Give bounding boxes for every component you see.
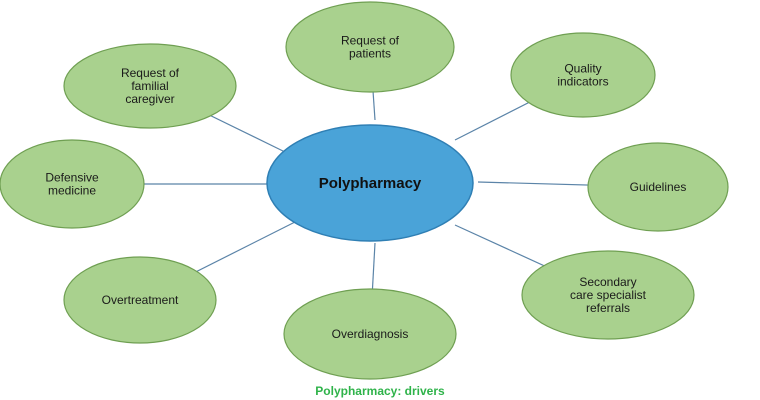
center-node: Polypharmacy	[266, 124, 474, 242]
node-label-overdiagnosis: Overdiagnosis	[332, 327, 409, 341]
node-ellipse-guidelines	[587, 142, 729, 232]
node-label-quality-indicators: Quality	[564, 62, 601, 76]
node-label-guidelines: Guidelines	[630, 180, 687, 194]
node-ellipse-overdiagnosis	[283, 288, 457, 380]
node-label-defensive-medicine: Defensive	[45, 171, 99, 185]
node-ellipse-quality-indicators	[510, 32, 656, 118]
center-label: Polypharmacy	[319, 175, 422, 192]
diagram-caption: Polypharmacy: drivers	[315, 384, 445, 398]
node-guidelines: Guidelines	[587, 142, 729, 232]
center-ellipse	[266, 124, 474, 242]
node-label-request-of-patients: patients	[349, 47, 391, 61]
node-overtreatment: Overtreatment	[63, 256, 217, 344]
node-ellipse-defensive-medicine	[0, 139, 145, 229]
node-label-secondary-care-specialist-referrals: Secondary	[579, 275, 636, 289]
node-label-defensive-medicine: medicine	[48, 184, 96, 198]
node-ellipse-overtreatment	[63, 256, 217, 344]
node-label-request-of-patients: Request of	[341, 34, 400, 48]
node-label-overtreatment: Overtreatment	[102, 293, 179, 307]
node-label-request-of-familial-caregiver: caregiver	[125, 92, 174, 106]
node-ellipse-request-of-patients	[285, 1, 455, 93]
node-overdiagnosis: Overdiagnosis	[283, 288, 457, 380]
node-ellipse-request-of-familial-caregiver	[63, 43, 237, 129]
node-label-secondary-care-specialist-referrals: care specialist	[570, 288, 647, 302]
node-label-secondary-care-specialist-referrals: referrals	[586, 301, 630, 315]
driver-nodes: Request ofpatientsQualityindicatorsGuide…	[0, 1, 729, 380]
node-label-request-of-familial-caregiver: familial	[131, 79, 168, 93]
node-label-quality-indicators: indicators	[557, 75, 608, 89]
node-ellipse-secondary-care-specialist-referrals	[521, 250, 695, 340]
node-label-request-of-familial-caregiver: Request of	[121, 66, 180, 80]
